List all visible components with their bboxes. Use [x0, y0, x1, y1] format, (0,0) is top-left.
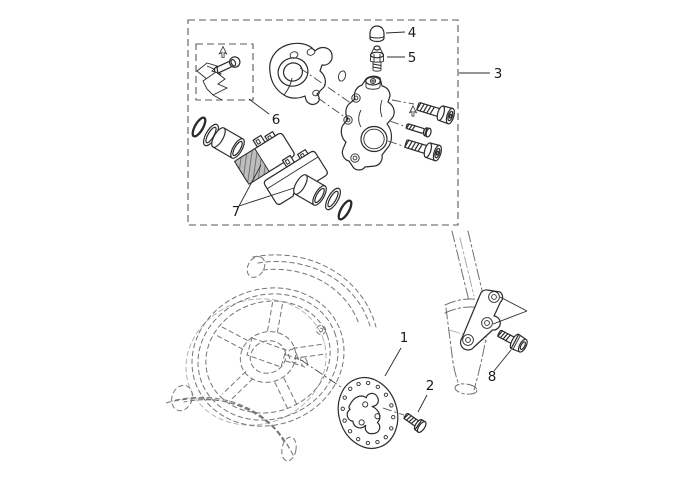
piston-bore — [360, 125, 388, 153]
tire-bottom-tread — [171, 396, 290, 449]
axle-bracket-bolt — [497, 329, 528, 353]
caliper-bolt-upper — [416, 102, 455, 125]
bolt-axis-2 — [389, 120, 405, 127]
disc-center-cutout — [346, 392, 381, 435]
pad-spring-clips — [196, 62, 229, 101]
wheel-spokes — [214, 298, 327, 412]
direction-arrow-icon — [408, 105, 418, 117]
callout-3: 3 — [494, 66, 503, 82]
fork-caliper-mount-bracket — [459, 289, 504, 351]
callout-2-leader — [417, 394, 428, 413]
bolt-axis-3 — [387, 140, 404, 147]
callout-4-leader — [385, 31, 406, 34]
disc-bolt — [403, 412, 427, 434]
callout-7: 7 — [232, 204, 241, 220]
tire-bottom-sidewall — [183, 399, 285, 443]
ghost-wheel — [165, 254, 377, 462]
tire-cut-face-top — [246, 256, 266, 278]
rim-bead — [205, 300, 331, 414]
tire-cut-face-lower-right — [281, 436, 297, 462]
disc-vent-holes — [340, 380, 396, 446]
callout-4: 4 — [408, 25, 417, 41]
caliper-body — [340, 75, 395, 171]
rim-outer — [191, 287, 345, 427]
caliper-bolt-lower — [404, 139, 442, 162]
bracket-hole-line-a — [499, 296, 528, 312]
caliper-assembly-box — [187, 19, 459, 226]
wheel-hub — [239, 331, 308, 383]
tire-cut-face-bottom — [171, 384, 193, 412]
piston-dust-seal-2 — [325, 187, 341, 211]
callout-6: 6 — [272, 112, 281, 128]
callout-1-leader — [384, 347, 402, 377]
bolt-axis-1 — [391, 99, 415, 105]
bleed-screw — [369, 45, 385, 72]
pad-friction-material — [233, 148, 270, 185]
callout-5: 5 — [408, 50, 417, 66]
bracket-hole-line-b — [492, 310, 528, 325]
bracket-bore — [277, 57, 309, 87]
callout-8-leader — [493, 349, 512, 372]
tire-top-tread — [257, 261, 371, 327]
axis-line-lower — [317, 97, 350, 121]
callout-6-leader — [248, 98, 270, 115]
callout-8: 8 — [488, 369, 497, 385]
direction-arrow-icon — [218, 45, 228, 58]
callout-7-leader-b — [238, 187, 295, 207]
callout-labels: 1 2 3 4 5 6 7 8 — [232, 25, 503, 394]
brake-pad-inner — [233, 131, 295, 185]
seal-ring — [338, 70, 346, 82]
slide-pin — [405, 123, 432, 138]
disc-bolt-axis — [382, 407, 405, 416]
axis-line-bracket-caliper — [299, 67, 356, 107]
valve-stem — [316, 325, 326, 335]
caliper-bracket — [269, 42, 333, 106]
caliper-piston-left — [211, 127, 245, 159]
piston-seal-outer-2 — [337, 199, 353, 221]
callout-2: 2 — [426, 378, 435, 394]
piston-seal-outer — [191, 116, 207, 138]
bleed-screw-cap — [369, 25, 385, 43]
callout-1: 1 — [400, 330, 409, 346]
rim-far-edge — [185, 298, 327, 426]
pad-pin-kit-box — [195, 43, 254, 101]
tire-top-sidewall — [262, 268, 360, 325]
brake-disc — [337, 377, 399, 449]
callout-7-leader-a — [238, 164, 262, 207]
tire-top-outer — [252, 254, 377, 328]
hub-disc-axis — [300, 359, 348, 392]
caliper-piston-right — [293, 174, 327, 206]
